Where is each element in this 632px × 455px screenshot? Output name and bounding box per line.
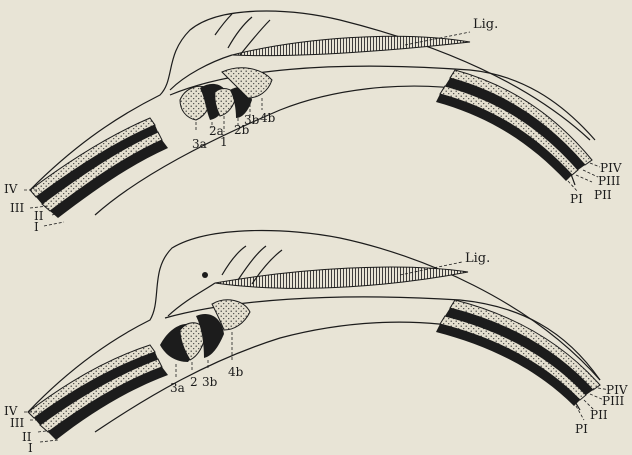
label-right-PII-bottom: PII (590, 408, 608, 422)
label-left-III-top: III (10, 201, 24, 215)
label-left-III-bottom: III (10, 416, 24, 430)
ligament-top (232, 36, 470, 55)
label-3b-bottom: 3b (202, 375, 218, 389)
label-3a-bottom: 3a (170, 381, 185, 395)
label-right-PI-top: PI (570, 192, 583, 206)
eye-dot-bottom (202, 272, 208, 278)
label-3a-top: 3a (192, 137, 207, 151)
label-2-bottom: 2 (190, 375, 198, 389)
band-left-III-top (36, 125, 158, 204)
label-left-I-bottom: I (28, 441, 33, 455)
figure-top: Lig. 3a 2a 1 2b 3b 4b IV III II I PIV PI… (4, 11, 622, 234)
label-3b-top: 3b (244, 113, 260, 127)
label-lig-top: Lig. (473, 17, 498, 32)
label-4b-bottom: 4b (228, 365, 244, 379)
label-left-IV-top: IV (4, 182, 18, 196)
label-1-top: 1 (220, 135, 228, 149)
ligament-bottom (215, 267, 468, 288)
label-right-PII-top: PII (594, 188, 612, 202)
label-lig-bottom: Lig. (465, 251, 490, 266)
figure-bottom: Lig. 3a 2 3b 4b IV III II I PIV PIII PII… (4, 230, 628, 455)
label-right-PIV-top: PIV (600, 161, 622, 175)
label-right-PIII-top: PIII (598, 174, 621, 188)
label-4b-top: 4b (260, 111, 276, 125)
label-right-PIII-bottom: PIII (602, 394, 625, 408)
label-right-PI-bottom: PI (575, 422, 588, 436)
label-left-I-top: I (34, 220, 39, 234)
